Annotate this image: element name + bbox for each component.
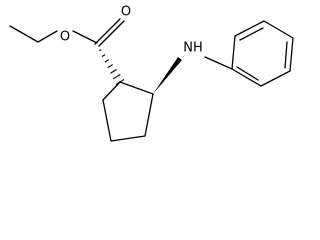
hash-stroke <box>107 64 113 69</box>
bond-ch2-o <box>37 30 58 43</box>
atom-label-carbonyl-oxygen: O <box>121 5 131 20</box>
bond-carbonyl-double-2 <box>98 20 125 47</box>
hash-stroke <box>110 69 117 74</box>
phenyl-ring <box>231 20 294 87</box>
hash-stroke <box>104 59 110 63</box>
bond-n-phenyl <box>204 56 233 70</box>
bond-o-carbonyl-c <box>72 30 98 44</box>
hashed-wedge-bond <box>98 49 125 86</box>
bold-wedge-bond <box>153 57 182 94</box>
bond-ch3-ch2 <box>9 25 39 43</box>
bond-ring-c2-c3 <box>144 93 154 137</box>
atom-label-ether-oxygen: O <box>60 30 70 45</box>
hash-stroke <box>112 74 121 80</box>
bond-ring-c4-c5 <box>102 99 112 142</box>
bond-ring-c1-c2 <box>119 81 154 95</box>
hash-stroke <box>98 49 102 52</box>
hash-stroke <box>101 54 106 57</box>
atom-label-amine-nh: NH <box>183 41 203 56</box>
bond-ring-c3-c4 <box>110 135 146 142</box>
bond-ring-c5-c1 <box>102 81 121 101</box>
bond-carbonyl-double-1 <box>94 18 121 45</box>
molecule-structure: O O NH <box>9 5 294 142</box>
